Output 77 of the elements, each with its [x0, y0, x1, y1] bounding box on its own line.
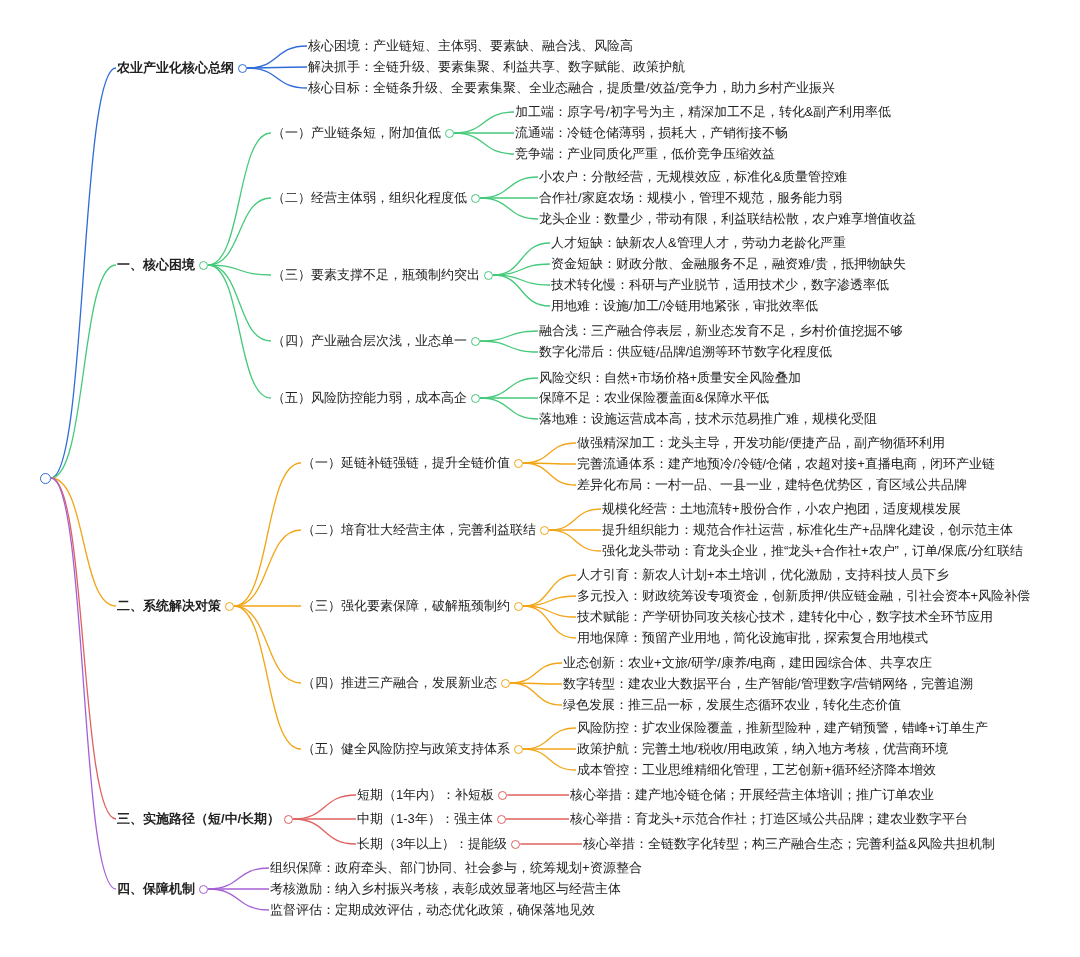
node-label: 考核激励：纳入乡村振兴考核，表彰成效显著地区与经营主体	[270, 880, 621, 898]
node-label: 数字转型：建农业大数据平台，生产智能/管理数字/营销网络，完善追溯	[563, 675, 974, 693]
node-label: （二）经营主体弱，组织化程度低	[272, 189, 467, 207]
node-label: （四）产业融合层次浅，业态单一	[272, 332, 467, 350]
node-label: 融合浅：三产融合停表层，新业态发育不足，乡村价值挖掘不够	[539, 322, 903, 340]
node-label: 中期（1-3年）：强主体	[357, 810, 493, 828]
branch-heading: 三、实施路径（短/中/长期）	[117, 810, 281, 828]
node-label: 核心举措：建产地冷链仓储；开展经营主体培训；推广订单农业	[570, 786, 934, 804]
node-label: 龙头企业：数量少，带动有限，利益联结松散，农户难享增值收益	[539, 210, 916, 228]
node-label: 核心举措：育龙头+示范合作社；打造区域公共品牌；建农业数字平台	[570, 810, 968, 828]
node-label: 风险防控：扩农业保险覆盖，推新型险种，建产销预警，错峰+订单生产	[577, 719, 988, 737]
node-label: 落地难：设施运营成本高，技术示范易推广难，规模化受阻	[539, 410, 877, 428]
branch-line	[519, 843, 583, 845]
branch-line	[50, 67, 117, 479]
branch-line	[207, 264, 272, 276]
branch-line	[505, 818, 570, 820]
branch-line	[522, 462, 577, 486]
node-label: （一）产业链条短，附加值低	[272, 124, 441, 142]
node-label: 完善流通体系：建产地预冷/冷链/仓储，农超对接+直播电商，闭环产业链	[577, 455, 995, 473]
node-label: （三）要素支撑不足，瓶颈制约突出	[272, 266, 480, 284]
branch-heading: 四、保障机制	[117, 880, 195, 898]
node-label: 多元投入：财政统筹设专项资金，创新质押/供应链金融，引社会资本+风险补偿	[577, 587, 1031, 605]
node-label: 核心目标：全链条升级、全要素集聚、全业态融合，提质量/效益/竞争力，助力乡村产业振兴	[308, 79, 836, 97]
node-label: 风险交织：自然+市场价格+质量安全风险叠加	[539, 369, 802, 387]
branch-line	[479, 340, 539, 353]
branch-line	[50, 264, 117, 479]
branch-heading: 二、系统解决对策	[117, 597, 221, 615]
branch-line	[50, 477, 117, 890]
node-label: 用地难：设施/加工/冷链用地紧张，审批效率低	[551, 297, 819, 315]
node-label: 技术转化慢：科研与产业脱节，适用技术少，数字渗透率低	[551, 276, 889, 294]
node-label: 绿色发展：推三品一标，发展生态循环农业，转化生态价值	[563, 696, 901, 714]
node-label: 数字化滞后：供应链/品牌/追溯等环节数字化程度低	[539, 343, 833, 361]
node-label: 强化龙头带动：育龙头企业，推“龙头+合作社+农户”，订单/保底/分红联结	[602, 542, 1024, 560]
branch-line	[292, 818, 357, 845]
node-label: 业态创新：农业+文旅/研学/康养/电商，建田园综合体、共享农庄	[563, 654, 933, 672]
node-label: 加工端：原字号/初字号为主，精深加工不足，转化&副产利用率低	[515, 103, 892, 121]
node-label: 监督评估：定期成效评估，动态优化政策，确保落地见效	[270, 901, 595, 919]
node-label: 人才引育：新农人计划+本土培训，优化激励，支持科技人员下乡	[577, 566, 949, 584]
node-label: 合作社/家庭农场：规模小，管理不规范，服务能力弱	[539, 189, 842, 207]
branch-line	[506, 794, 570, 796]
node-label: 技术赋能：产学研协同攻关核心技术，建转化中心，数字技术全环节应用	[577, 608, 993, 626]
branch-heading: 一、核心困境	[117, 256, 195, 274]
node-label: 竞争端：产业同质化严重，低价竞争压缩效益	[515, 145, 775, 163]
node-label: 解决抓手：全链升级、要素集聚、利益共享、数字赋能、政策护航	[308, 58, 685, 76]
branch-line	[50, 477, 117, 607]
branch-line	[453, 132, 515, 155]
node-label: 流通端：冷链仓储薄弱，损耗大，产销衔接不畅	[515, 124, 788, 142]
node-label: 保障不足：农业保险覆盖面&保障水平低	[539, 389, 769, 407]
node-label: 资金短缺：财政分散、金融服务不足，融资难/贵，抵押物缺失	[551, 255, 906, 273]
node-label: （一）延链补链强链，提升全链价值	[302, 454, 510, 472]
node-label: 核心举措：全链数字化转型；构三产融合生态；完善利益&风险共担机制	[583, 835, 995, 853]
node-label: 组织保障：政府牵头、部门协同、社会参与，统筹规划+资源整合	[270, 859, 642, 877]
branch-line	[479, 397, 539, 420]
node-label: 短期（1年内）：补短板	[357, 786, 495, 804]
branch-line	[207, 888, 270, 911]
node-label: （二）培育壮大经营主体，完善利益联结	[302, 521, 536, 539]
node-label: 做强精深加工：龙头主导，开发功能/便捷产品，副产物循环利用	[577, 434, 945, 452]
node-label: （五）健全风险防控与政策支持体系	[302, 740, 510, 758]
node-label: 小农户：分散经营，无规模效应，标准化&质量管控难	[539, 168, 847, 186]
node-label: 差异化布局：一村一品、一县一业，建特色优势区，育区域公共品牌	[577, 476, 967, 494]
branch-line	[548, 529, 602, 552]
node-label: 长期（3年以上）：提能级	[357, 835, 508, 853]
branch-line	[246, 67, 308, 89]
node-label: 政策护航：完善土地/税收/用电政策，纳入地方考核，优营商环境	[577, 740, 949, 758]
node-label: 成本管控：工业思维精细化管理，工艺创新+循环经济降本增效	[577, 761, 936, 779]
node-label: 核心困境：产业链短、主体弱、要素缺、融合浅、风险高	[308, 37, 633, 55]
branch-heading: 农业产业化核心总纲	[117, 59, 234, 77]
node-label: 用地保障：预留产业用地，简化设施审批，探索复合用地模式	[577, 629, 928, 647]
node-label: （三）强化要素保障，破解瓶颈制约	[302, 597, 510, 615]
branch-line	[509, 682, 563, 706]
node-label: 人才短缺：缺新农人&管理人才，劳动力老龄化严重	[551, 234, 846, 252]
branch-line	[522, 748, 577, 771]
node-label: （五）风险防控能力弱，成本高企	[272, 389, 467, 407]
node-label: 规模化经营：土地流转+股份合作，小农户抱团，适度规模发展	[602, 500, 961, 518]
branch-line	[479, 197, 539, 220]
node-label: （四）推进三产融合，发展新业态	[302, 674, 497, 692]
node-label: 提升组织能力：规范合作社运营，标准化生产+品牌化建设，创示范主体	[602, 521, 1013, 539]
